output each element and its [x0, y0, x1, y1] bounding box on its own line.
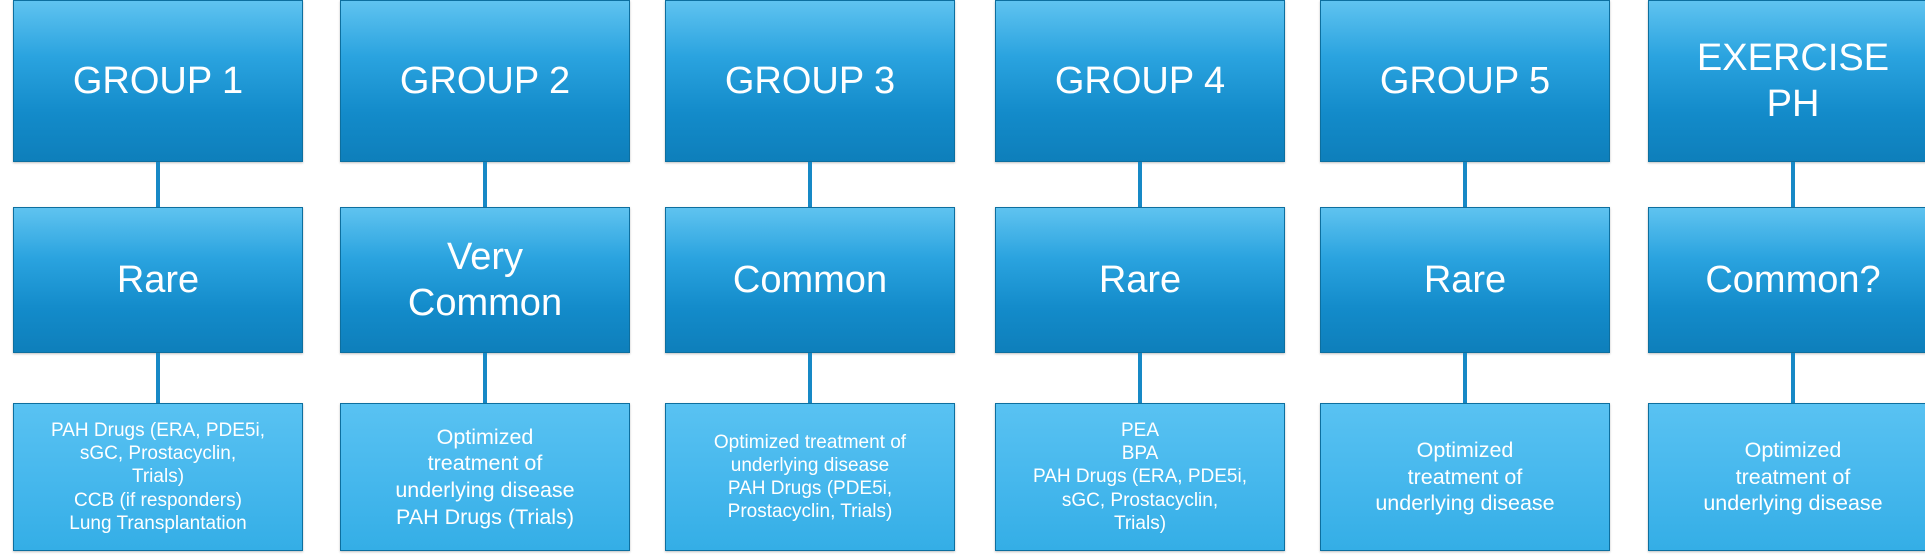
connector-line	[808, 162, 812, 207]
connector-line	[156, 353, 160, 403]
treatment-box: Optimized treatment of underlying diseas…	[665, 403, 955, 551]
column-group-3: GROUP 3 Common Optimized treatment of un…	[665, 0, 955, 556]
column-group-4: GROUP 4 Rare PEA BPA PAH Drugs (ERA, PDE…	[995, 0, 1285, 556]
treatment-box: Optimized treatment of underlying diseas…	[1648, 403, 1925, 551]
group-header-box: EXERCISE PH	[1648, 0, 1925, 162]
connector-line	[1138, 353, 1142, 403]
connector-line	[156, 162, 160, 207]
treatment-box: PEA BPA PAH Drugs (ERA, PDE5i, sGC, Pros…	[995, 403, 1285, 551]
connector-line	[483, 353, 487, 403]
column-group-5: GROUP 5 Rare Optimized treatment of unde…	[1320, 0, 1610, 556]
prevalence-box: Common	[665, 207, 955, 353]
group-header-box: GROUP 4	[995, 0, 1285, 162]
prevalence-box: Rare	[13, 207, 303, 353]
connector-line	[1463, 353, 1467, 403]
connector-line	[1791, 162, 1795, 207]
group-header-box: GROUP 3	[665, 0, 955, 162]
prevalence-box: Rare	[995, 207, 1285, 353]
connector-line	[483, 162, 487, 207]
treatment-box: Optimized treatment of underlying diseas…	[1320, 403, 1610, 551]
connector-line	[1791, 353, 1795, 403]
prevalence-box: Common?	[1648, 207, 1925, 353]
treatment-box: PAH Drugs (ERA, PDE5i, sGC, Prostacyclin…	[13, 403, 303, 551]
prevalence-box: Rare	[1320, 207, 1610, 353]
column-group-2: GROUP 2 Very Common Optimized treatment …	[340, 0, 630, 556]
column-exercise-ph: EXERCISE PH Common? Optimized treatment …	[1648, 0, 1925, 556]
connector-line	[1138, 162, 1142, 207]
group-header-box: GROUP 5	[1320, 0, 1610, 162]
connector-line	[1463, 162, 1467, 207]
connector-line	[808, 353, 812, 403]
column-group-1: GROUP 1 Rare PAH Drugs (ERA, PDE5i, sGC,…	[13, 0, 303, 556]
prevalence-box: Very Common	[340, 207, 630, 353]
treatment-box: Optimized treatment of underlying diseas…	[340, 403, 630, 551]
group-header-box: GROUP 2	[340, 0, 630, 162]
group-header-box: GROUP 1	[13, 0, 303, 162]
